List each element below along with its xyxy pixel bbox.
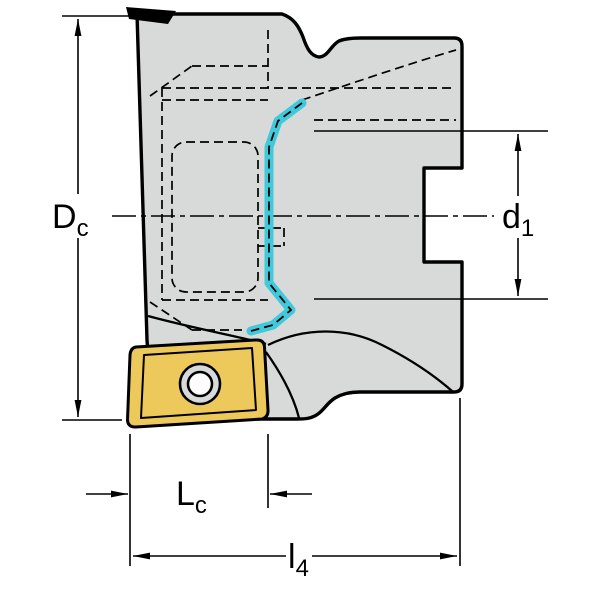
dimension-dc: Dc [46,15,133,421]
gash-curve-right [267,330,453,392]
insert-inner-border [140,347,257,419]
l4-label: l4 [288,538,309,582]
dimension-l4: l4 [133,398,461,582]
dimension-d1: d1 [314,130,548,300]
dimension-lc: Lc [86,434,312,566]
helix-hidden-curve [301,49,457,101]
drive-slot-hidden-rect [171,141,259,293]
lc-label: Lc [176,475,207,519]
dc-label: Dc [52,198,89,242]
cutting-edge-highlight-group [246,98,307,336]
insert-group [126,338,270,429]
chamfer-top-hidden-diagonal [149,65,193,97]
pocket-wall-curve [265,351,301,419]
dc-label-background [46,194,106,238]
insert-screw-hole-inner [186,370,214,398]
d1-label: d1 [502,198,534,242]
hidden-lines-group [149,30,457,331]
d1-label-background [498,196,542,236]
corner-chamfer-wedge [126,7,176,24]
cutting-edge-hidden-overlay [250,102,303,332]
